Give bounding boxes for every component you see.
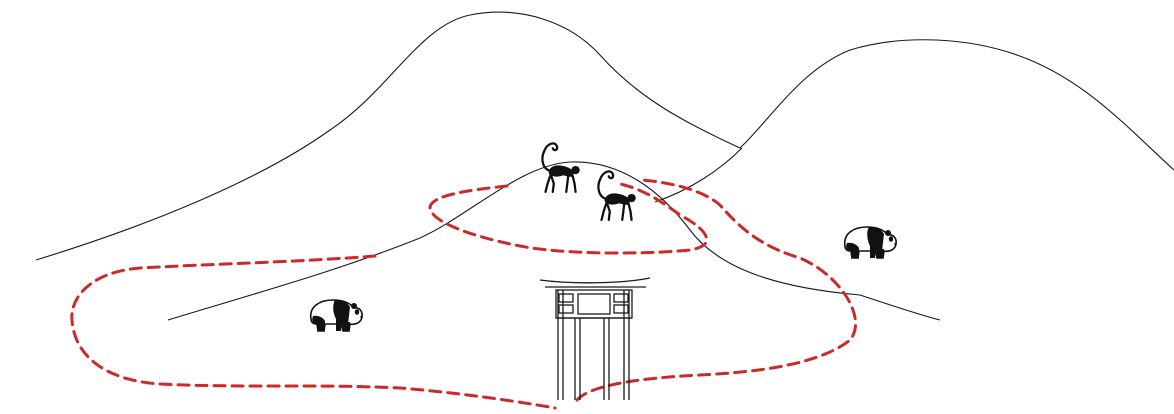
panda-icon bbox=[311, 300, 363, 331]
reserve-boundary bbox=[72, 256, 555, 408]
panda-icon bbox=[845, 227, 897, 258]
summit-habitat-boundary bbox=[430, 184, 707, 253]
monkey-icon bbox=[542, 143, 579, 191]
monkey-icon bbox=[598, 171, 635, 219]
mountain-ridge-outline bbox=[36, 12, 1174, 260]
